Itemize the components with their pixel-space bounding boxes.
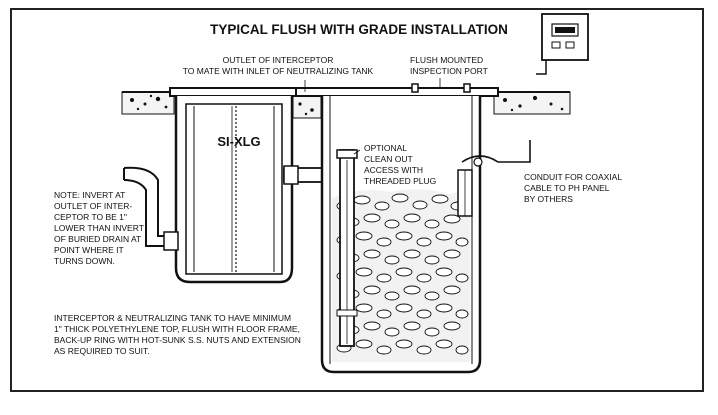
inspection-label-1: FLUSH MOUNTED [410, 55, 483, 65]
leader-lines [304, 78, 441, 155]
bottom-line-3: BACK-UP RING WITH HOT-SUNK S.S. NUTS AND… [54, 335, 301, 345]
note-line-6: POINT WHERE IT [54, 245, 124, 255]
note-line-3: CEPTOR TO BE 1" [54, 212, 127, 222]
note-line-5: OF BURIED DRAIN AT [54, 234, 141, 244]
bottom-note: INTERCEPTOR & NEUTRALIZING TANK TO HAVE … [54, 313, 301, 356]
interceptor-tank [169, 87, 301, 284]
note-label: NOTE: INVERT AT OUTLET OF INTER- CEPTOR … [54, 190, 144, 266]
grade-left [121, 91, 175, 115]
diagram-title: TYPICAL FLUSH WITH GRADE INSTALLATION [210, 22, 508, 37]
limestone-fill [332, 189, 470, 362]
diagram-border [10, 8, 704, 392]
conduit-line-2: CABLE TO PH PANEL [524, 183, 610, 193]
cleanout-line-4: THREADED PLUG [364, 176, 436, 186]
inspection-label-2: INSPECTION PORT [410, 66, 488, 76]
conduit-line-3: BY OTHERS [524, 194, 573, 204]
outlet-label-1: OUTLET OF INTERCEPTOR [223, 55, 334, 65]
grade-right [493, 91, 571, 115]
cleanout-label: OPTIONAL CLEAN OUT ACCESS WITH THREADED … [364, 143, 436, 186]
cleanout-pipe [336, 149, 358, 347]
note-line-7: TURNS DOWN. [54, 256, 115, 266]
interceptor-tag: SI-XLG [217, 134, 260, 149]
ph-probe [457, 140, 531, 217]
note-line-1: NOTE: INVERT AT [54, 190, 125, 200]
conduit-line-1: CONDUIT FOR COAXIAL [524, 172, 622, 182]
conduit-label: CONDUIT FOR COAXIAL CABLE TO PH PANEL BY… [524, 172, 622, 204]
cleanout-line-1: OPTIONAL [364, 143, 407, 153]
bottom-line-1: INTERCEPTOR & NEUTRALIZING TANK TO HAVE … [54, 313, 291, 323]
cleanout-line-3: ACCESS WITH [364, 165, 423, 175]
bottom-line-4: AS REQUIRED TO SUIT. [54, 346, 150, 356]
note-line-4: LOWER THAN INVERT [54, 223, 144, 233]
inlet-pipe [123, 166, 179, 251]
ph-panel [536, 13, 589, 75]
note-line-2: OUTLET OF INTER- [54, 201, 132, 211]
grade-middle [292, 95, 322, 119]
cleanout-line-2: CLEAN OUT [364, 154, 413, 164]
bottom-line-2: 1" THICK POLYETHYLENE TOP, FLUSH WITH FL… [54, 324, 300, 334]
outlet-label-2: TO MATE WITH INLET OF NEUTRALIZING TANK [183, 66, 374, 76]
